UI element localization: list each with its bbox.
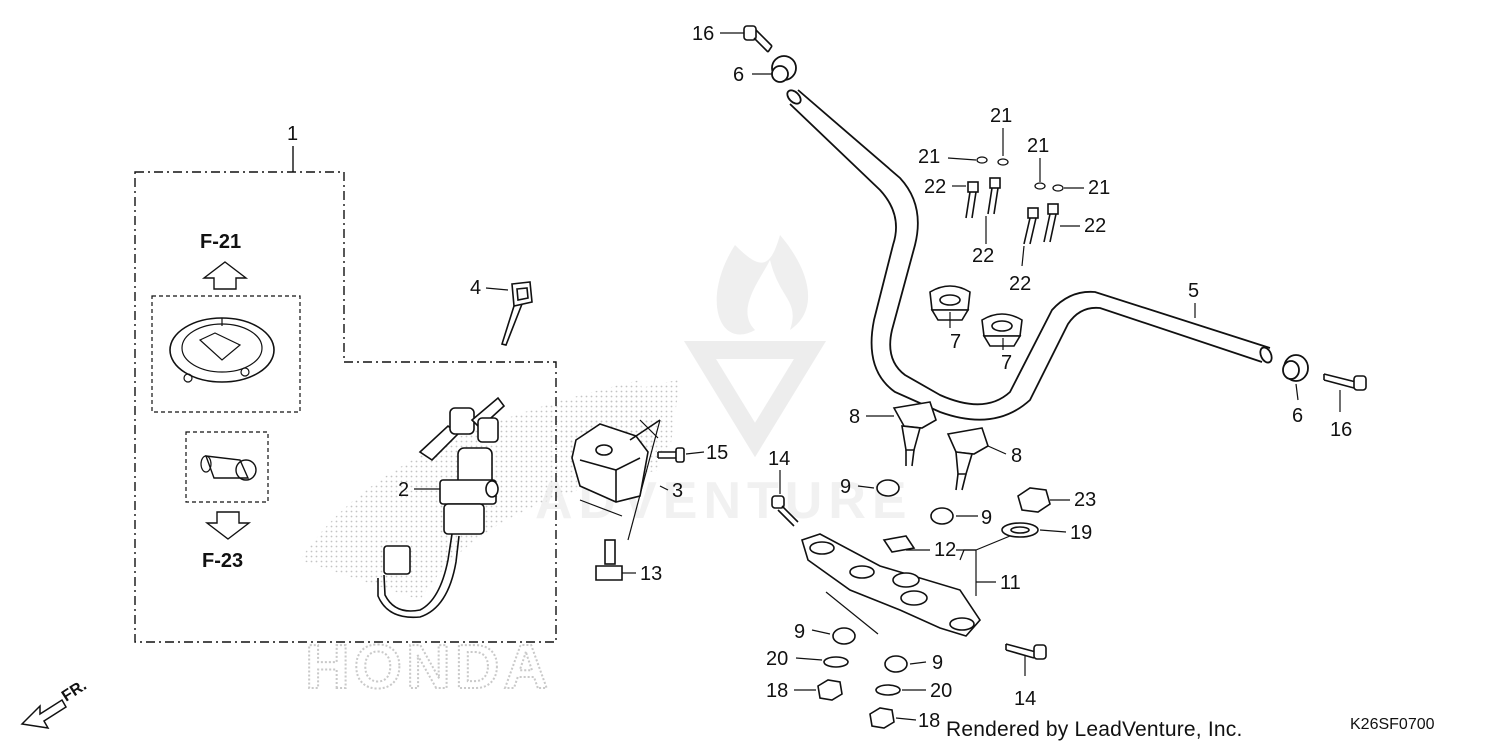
- callout-18-b[interactable]: 18: [918, 710, 940, 732]
- top-bridge: [801, 533, 982, 637]
- washers-20: [823, 656, 901, 696]
- ref-f21[interactable]: F-21: [200, 231, 241, 253]
- callout-16-left[interactable]: 16: [692, 23, 714, 45]
- bolts-22: [965, 177, 1059, 245]
- callout-21-a[interactable]: 21: [918, 146, 940, 168]
- callout-18-a[interactable]: 18: [766, 680, 788, 702]
- credit-text: Rendered by LeadVenture, Inc.: [946, 718, 1243, 741]
- callout-5[interactable]: 5: [1188, 280, 1199, 302]
- bolt-14-upper: [771, 495, 799, 527]
- callout-14-upper[interactable]: 14: [768, 448, 790, 470]
- washers-21: [976, 156, 1064, 192]
- holder-lower-left: [892, 401, 937, 467]
- callout-12[interactable]: 12: [934, 539, 956, 561]
- seat-lock-reference: [185, 431, 269, 503]
- arrow-down-icon: [204, 511, 252, 540]
- callout-21-c[interactable]: 21: [1027, 135, 1049, 157]
- ignition-switch: [377, 396, 506, 619]
- dealer-watermark: ADVENTURE: [535, 235, 907, 530]
- callout-3[interactable]: 3: [672, 480, 683, 502]
- callout-14-lower[interactable]: 14: [1014, 688, 1036, 710]
- bolt-14-lower: [1005, 643, 1047, 660]
- callout-20-a[interactable]: 20: [766, 648, 788, 670]
- bolt-13: [595, 539, 623, 581]
- callout-6-left[interactable]: 6: [733, 64, 744, 86]
- holder-upper-right: [981, 313, 1023, 347]
- arrow-front-icon: [20, 698, 68, 729]
- switch-cover: [571, 419, 661, 503]
- callout-9-a[interactable]: 9: [840, 476, 851, 498]
- front-label: FR.: [59, 677, 90, 705]
- callout-9-b[interactable]: 9: [981, 507, 992, 529]
- callout-19[interactable]: 19: [1070, 522, 1092, 544]
- callout-1[interactable]: 1: [287, 123, 298, 145]
- key-blank: [500, 281, 533, 346]
- callout-22-d[interactable]: 22: [1009, 273, 1031, 295]
- holder-lower-right: [946, 427, 989, 491]
- callout-22-a[interactable]: 22: [924, 176, 946, 198]
- callout-22-b[interactable]: 22: [972, 245, 994, 267]
- callout-4[interactable]: 4: [470, 277, 481, 299]
- fuel-cap-reference: [151, 295, 301, 413]
- callout-22-c[interactable]: 22: [1084, 215, 1106, 237]
- lock-set-group-outline: [134, 171, 557, 643]
- diagram-code: K26SF0700: [1350, 716, 1435, 733]
- bolt-16-left: [743, 25, 773, 53]
- bolt-15: [657, 447, 685, 463]
- callout-11[interactable]: 11: [1000, 572, 1021, 594]
- callout-7-left[interactable]: 7: [950, 331, 961, 353]
- front-direction-indicator: FR.: [20, 677, 90, 729]
- callout-21-d[interactable]: 21: [1088, 177, 1110, 199]
- arrow-up-icon: [201, 261, 249, 290]
- washer-19: [1001, 522, 1039, 538]
- bar-end-right: [1282, 354, 1309, 382]
- holder-upper-left: [929, 285, 971, 321]
- callout-8-left[interactable]: 8: [849, 406, 860, 428]
- callout-20-b[interactable]: 20: [930, 680, 952, 702]
- callout-7-right[interactable]: 7: [1001, 352, 1012, 374]
- callout-23[interactable]: 23: [1074, 489, 1096, 511]
- callout-13[interactable]: 13: [640, 563, 662, 585]
- callout-21-b[interactable]: 21: [990, 105, 1012, 127]
- bolt-16-right: [1323, 373, 1367, 391]
- honda-wordmark: HONDA: [305, 633, 552, 702]
- callout-8-right[interactable]: 8: [1011, 445, 1022, 467]
- cushions-9: [832, 479, 954, 673]
- nuts-18: [817, 679, 895, 729]
- callout-9-c[interactable]: 9: [794, 621, 805, 643]
- callouts: 1 2 3 4 5 6 6 7 7 8 8 9 9 9 9 11 12 13 1…: [287, 23, 1352, 732]
- callout-16-right[interactable]: 16: [1330, 419, 1352, 441]
- leader-lines: [414, 32, 1341, 721]
- ref-f23[interactable]: F-23: [202, 550, 243, 572]
- nut-23: [1017, 487, 1051, 513]
- callout-15[interactable]: 15: [706, 442, 728, 464]
- handlebar: [786, 89, 1273, 421]
- callout-2[interactable]: 2: [398, 479, 409, 501]
- callout-9-d[interactable]: 9: [932, 652, 943, 674]
- callout-6-right[interactable]: 6: [1292, 405, 1303, 427]
- bar-end-left: [771, 55, 797, 83]
